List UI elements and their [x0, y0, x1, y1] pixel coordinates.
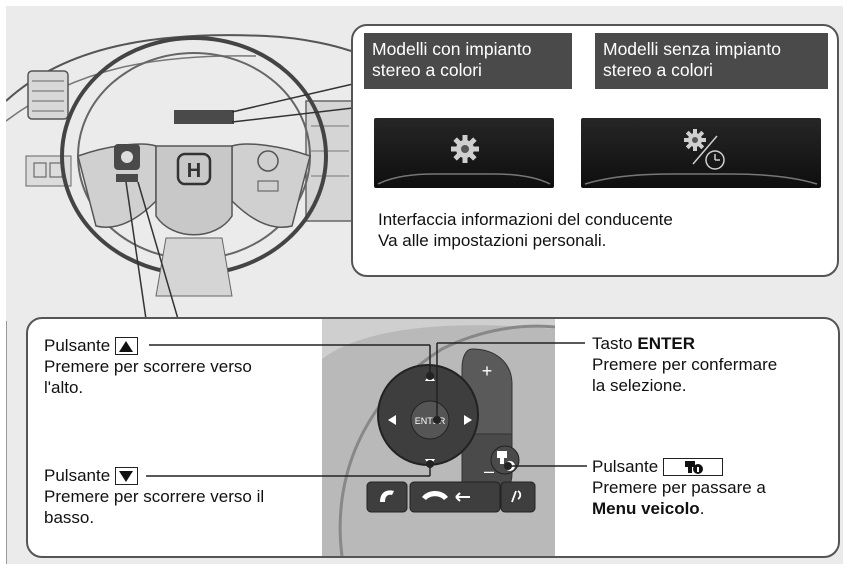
down-button-desc-line1: Premere per scorrere verso il: [44, 487, 265, 506]
info-desc-line1: Premere per passare a: [592, 478, 766, 497]
vehicle-menu-label: Menu veicolo: [592, 499, 700, 518]
header-left-line2: stereo a colori: [372, 60, 482, 80]
phone-buttons[interactable]: [366, 481, 536, 513]
voice-icon: [511, 490, 522, 503]
steering-switch-closeup: + – ENTER: [322, 319, 555, 556]
enter-button[interactable]: [410, 400, 450, 440]
clock-icon: [705, 150, 725, 170]
vehicle-menu-suffix: .: [699, 499, 705, 518]
honda-logo: H: [187, 160, 201, 182]
settings-gear-icon: [451, 135, 479, 163]
info-caption: Interfaccia informazioni del conducente …: [378, 209, 673, 251]
info-caption-line2: Va alle impostazioni personali.: [378, 231, 607, 250]
up-button-callout: Pulsante Premere per scorrere verso l'al…: [44, 335, 252, 398]
enter-callout: Tasto ENTER Premere per confermare la se…: [592, 333, 777, 396]
info-caption-line1: Interfaccia informazioni del conducente: [378, 210, 673, 229]
header-without-color-audio: Modelli senza impianto stereo a colori: [595, 33, 828, 89]
volume-up-icon: +: [482, 361, 493, 381]
enter-desc-line2: la selezione.: [592, 376, 687, 395]
header-with-color-audio: Modelli con impianto stereo a colori: [364, 33, 572, 89]
down-button-desc-line2: basso.: [44, 508, 95, 527]
info-button-callout: Pulsante Premere per passare a Menu veic…: [592, 456, 766, 519]
header-right-line1: Modelli senza impianto: [603, 39, 782, 59]
hang-up-icon: [422, 491, 448, 500]
enter-desc-line1: Premere per confermare: [592, 355, 778, 374]
right-arrow-icon[interactable]: [464, 415, 472, 425]
enter-prefix: Tasto: [592, 334, 638, 353]
enter-key-name: ENTER: [637, 334, 695, 353]
up-triangle-icon: [114, 337, 138, 355]
pick-up-icon: [380, 490, 394, 502]
settings-gear-icon: [684, 129, 706, 151]
header-right-line2: stereo a colori: [603, 60, 713, 80]
left-arrow-icon[interactable]: [388, 415, 396, 425]
back-icon: [455, 492, 470, 502]
info-button-title: Pulsante: [592, 457, 659, 476]
enter-label: ENTER: [415, 416, 446, 426]
up-button-title: Pulsante: [44, 336, 111, 355]
display-no-color-audio: [581, 118, 821, 188]
down-button-title: Pulsante: [44, 466, 111, 485]
header-left-line1: Modelli con impianto: [372, 39, 532, 59]
info-button-icon: [662, 458, 723, 476]
up-button-desc-line2: l'alto.: [44, 378, 84, 397]
dashboard-illustration: H: [6, 6, 366, 321]
down-button-callout: Pulsante Premere per scorrere verso il b…: [44, 465, 264, 528]
display-color-audio: [374, 118, 554, 188]
down-triangle-icon: [114, 467, 138, 485]
up-button-desc-line1: Premere per scorrere verso: [44, 357, 252, 376]
volume-down-icon: –: [484, 461, 494, 481]
